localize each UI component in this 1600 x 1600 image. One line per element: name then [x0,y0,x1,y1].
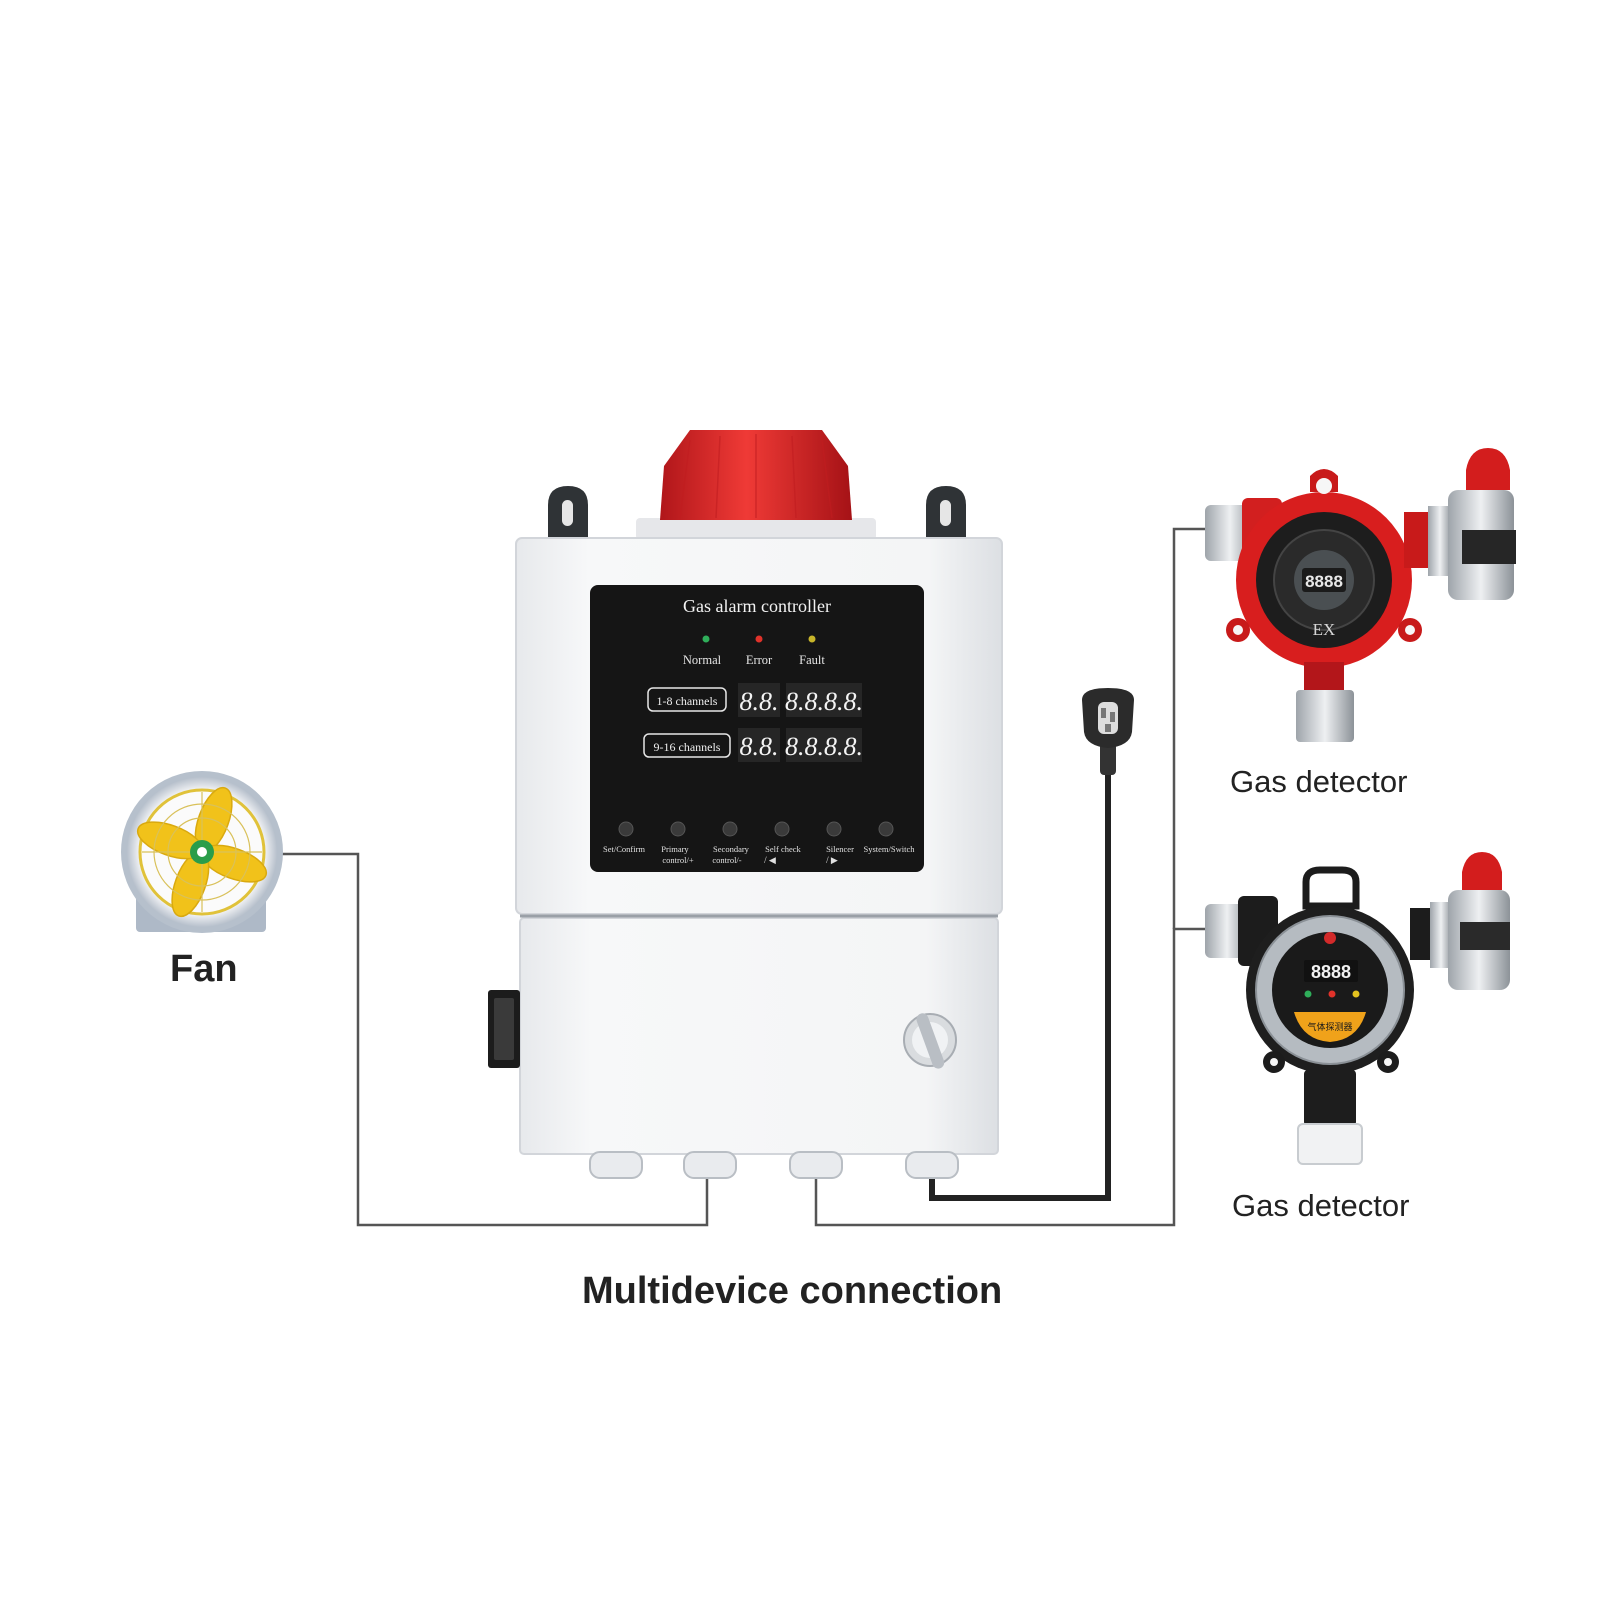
power-plug [1082,688,1134,775]
black-detector-panel-text: 气体探测器 [1307,1021,1352,1032]
label-error: Error [746,653,773,667]
gas-alarm-controller: Gas alarm controller Normal Error Fault … [488,430,1003,1179]
button-label-set-confirm: Set/Confirm [603,844,645,854]
diagram-caption: Multidevice connection [582,1270,1003,1312]
red-detector-ex-mark: EX [1313,620,1336,639]
channel-label-9-16: 9-16 channels [654,740,721,754]
button-silencer[interactable] [826,821,842,837]
button-label-silencer-2: / ▶ [826,855,838,865]
button-label-primary: Primary [661,844,689,854]
button-label-primary-2: control/+ [662,855,693,865]
gas-detector-label-bottom: Gas detector [1232,1188,1410,1223]
button-primary-control[interactable] [670,821,686,837]
channel-label-1-8: 1-8 channels [657,694,718,708]
red-detector-display: 8888 [1305,572,1343,591]
channel-row-1: 1-8 channels 8.8. 8.8.8.8. [647,683,863,717]
button-secondary-control[interactable] [722,821,738,837]
indicator-leds: Normal Error Fault [683,635,825,667]
fan-label: Fan [170,948,238,990]
detector-wire-top [1172,527,1205,929]
gas-detector-black-image: 8888 气体探测器 [1205,852,1510,1165]
button-set-confirm[interactable] [618,821,634,837]
button-label-secondary-2: control/- [712,855,741,865]
fan-wire [280,852,709,1227]
button-system-switch[interactable] [878,821,894,837]
connection-wires [280,527,1205,1227]
lock-knob [903,1013,957,1069]
led-error [755,635,763,643]
button-label-system-switch: System/Switch [863,844,915,854]
gas-detector-red-image: 8888 EX [1205,448,1516,742]
fan-image [121,771,283,933]
keypad: Set/Confirm Primary control/+ Secondary … [603,821,915,865]
channel-row-2: 9-16 channels 8.8. 8.8.8.8. [643,728,863,762]
button-self-check[interactable] [774,821,790,837]
power-cord [929,760,1111,1201]
label-normal: Normal [683,653,722,667]
gas-detector-label-top: Gas detector [1230,764,1408,799]
display-short-2: 8.8. [740,732,779,761]
led-normal [702,635,710,643]
button-label-silencer: Silencer [826,844,854,854]
display-long-1: 8.8.8.8. [785,687,863,716]
button-label-secondary: Secondary [713,844,750,854]
alarm-beacon [636,430,876,540]
cable-glands [589,1151,959,1179]
label-fault: Fault [799,653,825,667]
display-long-2: 8.8.8.8. [785,732,863,761]
display-short-1: 8.8. [740,687,779,716]
black-detector-display: 8888 [1311,962,1351,982]
detector-wire [814,927,1205,1227]
controller-title: Gas alarm controller [683,596,831,616]
button-label-self-check: Self check [765,844,801,854]
led-fault [808,635,816,643]
button-label-self-check-2: / ◀ [764,855,776,865]
